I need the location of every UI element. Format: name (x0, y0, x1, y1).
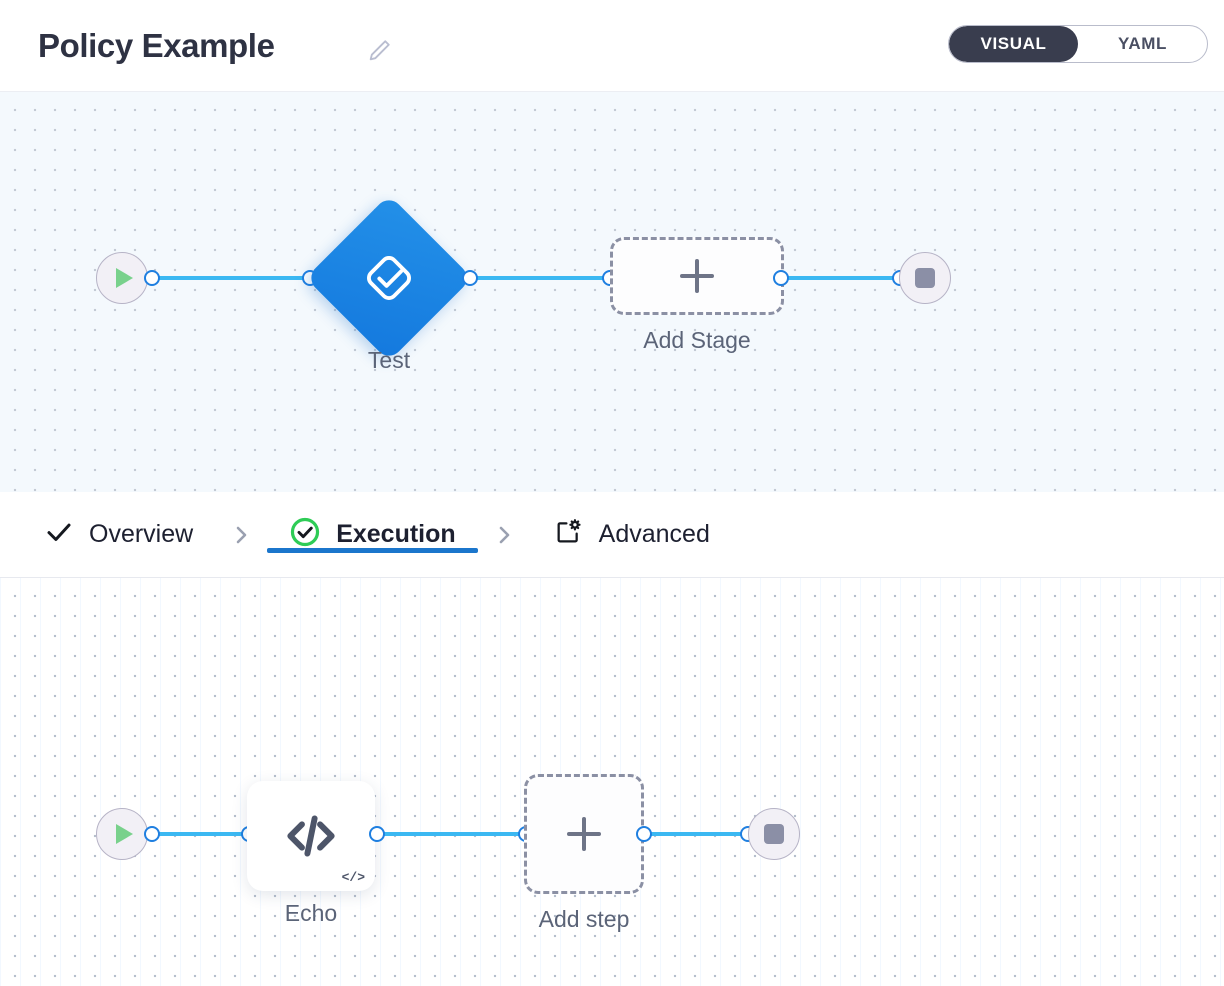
tab-execution-label: Execution (336, 520, 456, 548)
edge-addstage-to-end (782, 276, 902, 280)
add-stage-node[interactable]: Add Stage (610, 237, 784, 353)
end-circle-step (748, 808, 800, 860)
check-icon (44, 517, 74, 552)
stage-start-node[interactable] (96, 252, 148, 304)
window-gear-icon (552, 516, 584, 553)
toggle-option-yaml[interactable]: YAML (1117, 34, 1167, 53)
view-mode-toggle[interactable]: VISUAL YAML (948, 25, 1208, 63)
check-diamond-icon (305, 194, 473, 362)
step-label: Echo (284, 900, 338, 926)
toggle-option-visual[interactable]: VISUAL (949, 26, 1078, 62)
add-step-node[interactable]: Add step (524, 774, 644, 932)
play-icon (116, 268, 133, 288)
plus-icon (680, 259, 714, 293)
tab-advanced[interactable]: Advanced (530, 516, 732, 553)
page-header: Policy Example VISUAL YAML (0, 0, 1224, 92)
play-icon (116, 824, 133, 844)
port-test-out[interactable] (462, 270, 478, 286)
add-stage-label: Add Stage (643, 327, 751, 353)
edge-echo-to-addstep (378, 832, 528, 836)
chevron-right-icon (215, 523, 267, 547)
page-title: Policy Example (38, 27, 275, 64)
stop-icon (764, 824, 784, 844)
tab-execution[interactable]: Execution (267, 516, 479, 553)
start-circle-step (96, 808, 148, 860)
tab-overview-label: Overview (89, 520, 194, 548)
stage-canvas[interactable]: Test Add Stage (0, 92, 1224, 492)
section-tabbar: Overview Execution (0, 492, 1224, 578)
code-badge-icon: </> (341, 870, 365, 885)
step-end-node[interactable] (748, 808, 800, 860)
step-start-node[interactable] (96, 808, 148, 860)
code-icon (287, 815, 335, 857)
stop-icon (915, 268, 935, 288)
edge-start-to-test (152, 276, 314, 280)
port-addstep-out[interactable] (636, 826, 652, 842)
add-stage-box[interactable] (610, 237, 784, 315)
add-step-box[interactable] (524, 774, 644, 894)
pencil-icon[interactable] (366, 36, 394, 64)
start-circle (96, 252, 148, 304)
plus-icon (567, 817, 601, 851)
check-circle-icon (289, 516, 321, 553)
add-step-label: Add step (538, 906, 630, 932)
tab-overview[interactable]: Overview (22, 517, 215, 552)
stage-node-test[interactable]: Test (305, 194, 473, 373)
port-addstage-out[interactable] (773, 270, 789, 286)
edge-test-to-addstage (468, 276, 614, 280)
port-echo-out[interactable] (369, 826, 385, 842)
step-node-echo[interactable]: </> Echo (247, 781, 375, 926)
stage-label: Test (367, 347, 411, 373)
port-step-start-out[interactable] (144, 826, 160, 842)
edge-addstep-to-end (644, 832, 754, 836)
port-start-out[interactable] (144, 270, 160, 286)
stage-end-node[interactable] (899, 252, 951, 304)
chevron-right-icon-2 (478, 523, 530, 547)
echo-card[interactable]: </> (247, 781, 375, 891)
step-canvas[interactable]: </> Echo Add step (0, 578, 1224, 986)
edge-start-to-echo (152, 832, 256, 836)
end-circle (899, 252, 951, 304)
tab-advanced-label: Advanced (598, 520, 710, 548)
